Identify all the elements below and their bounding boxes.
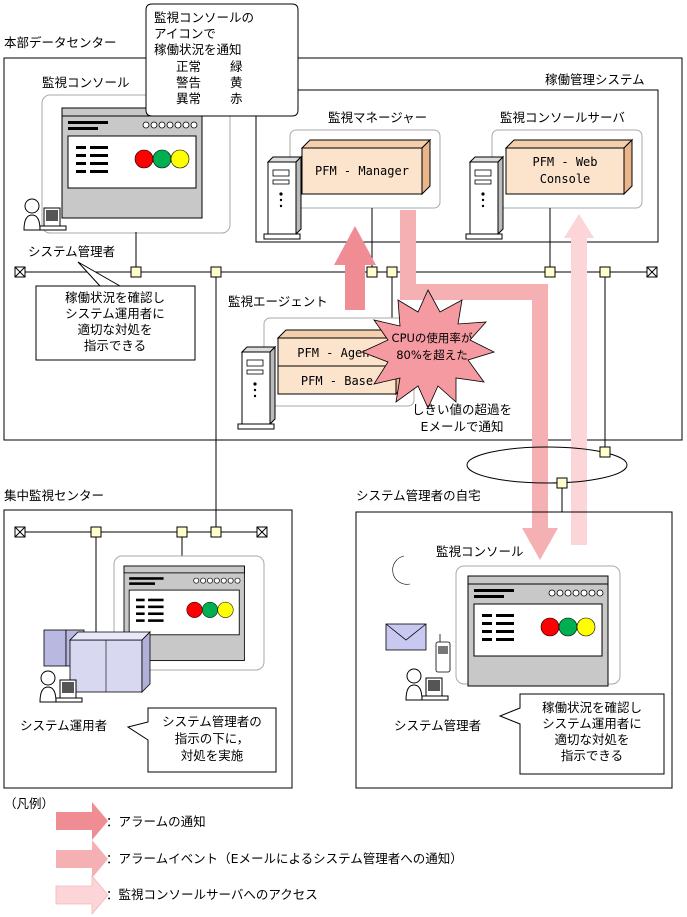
web-console-server-icon [465, 156, 504, 240]
central-center-label: 集中監視センター [4, 488, 104, 503]
legend-alarm-text: ：アラームの通知 [106, 814, 206, 829]
hq-node [366, 266, 378, 278]
operations-system-label: 稼働管理システム [545, 72, 645, 87]
hq-admin-note-callout [35, 261, 196, 361]
icon-status-callout [145, 3, 299, 117]
pfm-web-text: PFM - Web [532, 155, 597, 169]
home-label: システム管理者の自宅 [356, 488, 481, 503]
legend-event-text: ：アラームイベント（Eメールによるシステム管理者への通知） [106, 851, 463, 866]
manager-label: 監視マネージャー [328, 110, 427, 125]
manager-server-icon [263, 156, 302, 240]
hq-admin-label: システム管理者 [28, 244, 115, 259]
home-admin-label: システム管理者 [394, 718, 481, 733]
pfm-agent-text: PFM - Agent [297, 346, 376, 360]
central-console-frame [113, 555, 265, 671]
central-node [210, 526, 222, 538]
home-console-label: 監視コンソール [436, 544, 524, 559]
hq-node [210, 266, 222, 278]
callout-line-1: 監視コンソールの [154, 10, 254, 25]
hq-node [544, 266, 556, 278]
agent-label: 監視エージェント [228, 294, 328, 309]
agent-server-icon [237, 346, 276, 430]
internet-node [599, 446, 611, 458]
pfm-base-text: PFM - Base [301, 374, 373, 388]
pfm-manager-box [300, 138, 432, 196]
starburst-line-2: 80%を超えた [396, 348, 468, 362]
hq-node [599, 266, 611, 278]
hq-monitor-screen-icon [61, 107, 203, 219]
mobile-phone-icon [435, 634, 451, 673]
hq-console-label: 監視コンソール [42, 75, 130, 90]
legend-alarm-arrow [56, 802, 108, 840]
home-monitor-screen-icon [467, 575, 609, 687]
legend-title: （凡例） [4, 796, 54, 811]
operator-label: システム運用者 [20, 718, 107, 733]
status-state-1: 正常 [176, 59, 201, 74]
status-color-1: 緑 [230, 59, 243, 74]
alarm-notify-arrow [334, 226, 376, 310]
hq-admin-person-icon [23, 198, 67, 231]
central-center-frame [3, 509, 293, 789]
status-color-3: 赤 [230, 91, 243, 106]
callout-line-3: 稼働状況を通知 [154, 42, 242, 57]
central-node [176, 526, 188, 538]
hq-node [386, 266, 398, 278]
hq-terminator-left [14, 266, 26, 278]
console-access-arrow [564, 214, 594, 545]
operator-terminals-icon [43, 629, 151, 693]
email-envelope-icon [385, 623, 427, 651]
operator-note-callout [126, 707, 277, 773]
threshold-line-1: しきい値の超過を [412, 402, 512, 417]
operator-note-line-1: システム管理者の [162, 714, 262, 729]
central-terminator-left [14, 526, 26, 538]
hq-terminator-right [646, 266, 658, 278]
home-frame [355, 511, 673, 789]
web-console-label: 監視コンソールサーバ [500, 110, 625, 125]
starburst-line-1: CPUの使用率が [392, 331, 473, 345]
hq-note-line-4: 指示できる [84, 338, 146, 353]
home-admin-note-callout [498, 693, 665, 775]
status-state-3: 異常 [176, 91, 201, 106]
central-terminator-right [256, 526, 268, 538]
hq-note-line-3: 適切な対処を [77, 322, 152, 337]
pfm-console-text: Console [540, 172, 591, 186]
hq-frame [3, 57, 683, 441]
internet-cloud [466, 446, 628, 484]
cpu-alert-starburst [360, 289, 496, 409]
home-admin-person-icon [405, 668, 449, 701]
moon-icon [392, 555, 411, 585]
home-note-line-2: システム運用者に [542, 716, 642, 731]
central-node [90, 526, 102, 538]
home-note-line-4: 指示できる [561, 748, 623, 763]
hq-note-line-2: システム運用者に [65, 306, 165, 321]
callout-line-2: アイコンで [154, 26, 216, 41]
pfm-manager-text: PFM - Manager [315, 164, 409, 178]
hq-node [130, 266, 142, 278]
internet-node [556, 477, 568, 489]
threshold-line-2: Eメールで通知 [421, 419, 504, 434]
pfm-web-console-box [504, 138, 634, 196]
home-note-line-1: 稼働状況を確認し [542, 700, 642, 715]
operator-note-line-2: 指示の下に， [175, 731, 249, 746]
hq-label: 本部データセンター [4, 35, 117, 50]
legend-event-arrow [56, 840, 108, 878]
status-color-2: 黄 [230, 75, 243, 90]
alarm-event-arrow [400, 210, 558, 560]
legend-access-arrow [55, 874, 109, 916]
home-note-line-3: 適切な対処を [554, 732, 629, 747]
legend-access-text: ：監視コンソールサーバへのアクセス [106, 887, 318, 902]
operations-system-frame [255, 89, 659, 243]
hq-note-line-1: 稼働状況を確認し [65, 290, 165, 305]
status-state-2: 警告 [176, 75, 201, 90]
operator-note-line-3: 対処を実施 [181, 748, 244, 763]
